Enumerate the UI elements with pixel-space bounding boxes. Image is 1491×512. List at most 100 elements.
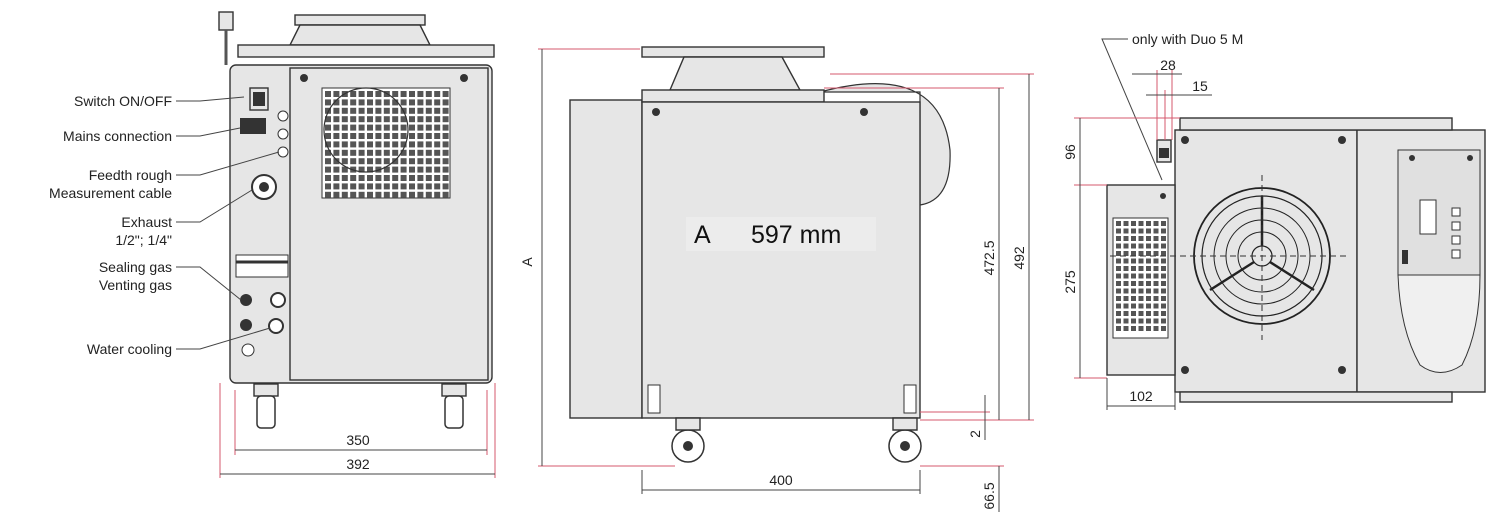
grille-cell: [442, 133, 449, 139]
grille-cell: [358, 149, 365, 156]
grille-cell: [1138, 243, 1144, 249]
grille-cell: [333, 141, 340, 148]
port: [277, 128, 289, 140]
connector: [1402, 250, 1408, 264]
button: [1451, 249, 1461, 259]
grille-cell: [1123, 228, 1129, 234]
foot-bracket: [903, 384, 917, 414]
grille-cell: [375, 191, 382, 198]
grille-cell: [400, 141, 407, 148]
grille-cell: [1123, 311, 1129, 316]
grille-cell: [1146, 243, 1151, 249]
grille-cell: [1123, 318, 1129, 324]
grille-cell: [333, 99, 340, 106]
grille-cell: [434, 133, 441, 139]
grille-cell: [350, 175, 357, 181]
grille-cell: [1116, 243, 1121, 249]
grille-cell: [341, 166, 348, 173]
grille-cell: [1138, 228, 1144, 234]
grille-cell: [1123, 236, 1129, 241]
grille-cell: [358, 124, 365, 131]
screw: [1338, 136, 1346, 144]
dim-275: 275: [1062, 270, 1078, 294]
grille-cell: [417, 91, 424, 97]
grille-cell: [341, 133, 348, 139]
grille-cell: [1116, 326, 1121, 331]
grille-cell: [392, 175, 399, 181]
grille-cell: [1153, 258, 1159, 264]
grille-cell: [325, 91, 331, 97]
grille-cell: [409, 191, 415, 198]
grille-cell: [1161, 266, 1166, 271]
grille-cell: [1146, 311, 1151, 316]
grille-cell: [375, 175, 382, 181]
screw: [1409, 155, 1415, 161]
grille-cell: [1123, 266, 1129, 271]
label-measurement-cable: Measurement cable: [49, 185, 172, 201]
grille-cell: [425, 91, 432, 97]
grille-cell: [1146, 318, 1151, 324]
grille-cell: [434, 191, 441, 198]
caster-wheel: [256, 395, 276, 429]
grille-cell: [341, 175, 348, 181]
grille-cell: [1123, 258, 1129, 264]
grille-cell: [1131, 281, 1136, 286]
dim-400: 400: [769, 472, 793, 488]
grille-cell: [325, 191, 331, 198]
grille-cell: [400, 158, 407, 165]
grille-cell: [1116, 266, 1121, 271]
grille-cell: [434, 141, 441, 148]
grille-cell: [367, 158, 373, 165]
grille-cell: [409, 133, 415, 139]
grille-cell: [417, 141, 424, 148]
grille-cell: [1138, 296, 1144, 301]
grille-cell: [1161, 311, 1166, 316]
grille-cell: [1146, 251, 1151, 256]
grille-cell: [350, 149, 357, 156]
caster-mount: [253, 383, 279, 397]
button: [1451, 221, 1461, 231]
grille-cell: [1153, 288, 1159, 294]
grille-cell: [375, 141, 382, 148]
dim-a: A: [519, 257, 535, 267]
grille-cell: [341, 124, 348, 131]
dim-15: 15: [1192, 78, 1208, 94]
grille-cell: [350, 99, 357, 106]
grille-cell: [1116, 251, 1121, 256]
grille-cell: [375, 107, 382, 114]
grille-cell: [442, 175, 449, 181]
side-box: [569, 99, 643, 419]
grille-cell: [1146, 326, 1151, 331]
grille-cell: [434, 124, 441, 131]
grille-cell: [1146, 281, 1151, 286]
grille-cell: [325, 141, 331, 148]
grille-cell: [383, 158, 390, 165]
grille-cell: [417, 107, 424, 114]
grille-cell: [367, 191, 373, 198]
grille-cell: [1161, 228, 1166, 234]
grille-cell: [325, 124, 331, 131]
grille-cell: [1116, 228, 1121, 234]
grille-cell: [1153, 326, 1159, 331]
grille-cell: [1153, 296, 1159, 301]
grille-cell: [442, 91, 449, 97]
grille-cell: [375, 99, 382, 106]
grille-cell: [425, 149, 432, 156]
grille-cell: [434, 175, 441, 181]
flange-neck: [288, 24, 432, 46]
grille-cell: [425, 124, 432, 131]
grille-cell: [325, 133, 331, 139]
grille-cell: [417, 166, 424, 173]
grille-cell: [409, 99, 415, 106]
grille-cell: [341, 183, 348, 190]
leader-line: [176, 266, 242, 301]
grille-cell: [1138, 266, 1144, 271]
grille-cell: [442, 141, 449, 148]
grille-cell: [367, 166, 373, 173]
grille-cell: [367, 116, 373, 123]
grille-cell: [417, 99, 424, 106]
grille-cell: [1161, 288, 1166, 294]
wheel-hub: [900, 441, 910, 451]
grille-cell: [1116, 258, 1121, 264]
grille-cell: [442, 99, 449, 106]
